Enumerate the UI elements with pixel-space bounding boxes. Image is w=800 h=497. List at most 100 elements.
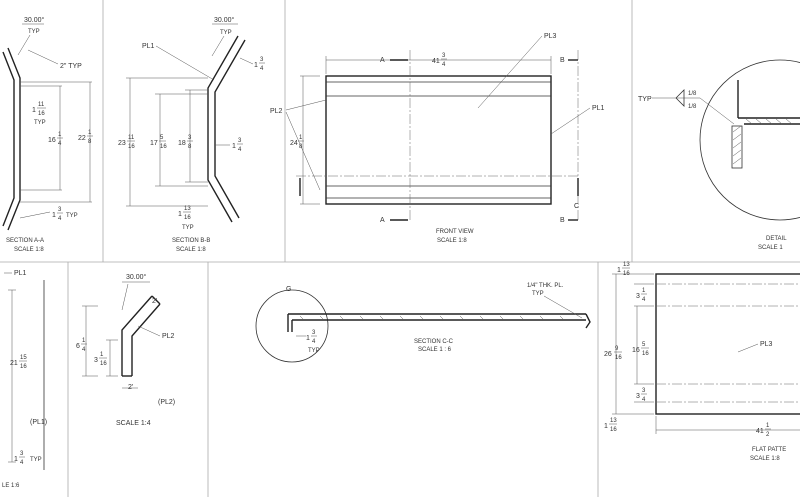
section-bb-view: PL1 30.00° TYP 1 3 4 23 11 16 17 5 16 xyxy=(118,16,265,253)
flat-pattern-label: PL3 xyxy=(760,341,773,348)
svg-text:TYP: TYP xyxy=(308,348,320,354)
svg-text:3: 3 xyxy=(58,207,62,213)
svg-text:1: 1 xyxy=(642,288,646,294)
detail-typ: TYP xyxy=(638,96,652,103)
svg-text:16: 16 xyxy=(623,271,630,277)
svg-text:8: 8 xyxy=(188,144,192,150)
detail-title: DETAIL xyxy=(766,236,787,242)
section-b-marker-bottom: B xyxy=(560,217,565,224)
detail-circle xyxy=(699,59,800,221)
svg-text:3: 3 xyxy=(642,388,646,394)
section-b-marker-top: B xyxy=(560,57,565,64)
svg-text:4: 4 xyxy=(260,66,264,72)
svg-text:3: 3 xyxy=(312,330,316,336)
section-c-marker: C xyxy=(574,203,579,210)
flat-pattern-outline xyxy=(655,273,800,415)
svg-text:3: 3 xyxy=(260,57,264,63)
front-view-title: FRONT VIEW xyxy=(436,229,474,235)
pl2-profile-inner xyxy=(131,303,161,376)
detail-g-marker: G xyxy=(286,286,291,293)
section-aa-angle: 30.00° xyxy=(24,16,45,24)
svg-text:4: 4 xyxy=(82,347,86,353)
front-view-width-dim: 41 3 4 xyxy=(432,53,447,68)
svg-text:16: 16 xyxy=(128,144,135,150)
svg-text:3: 3 xyxy=(94,357,98,364)
svg-text:16: 16 xyxy=(184,215,191,221)
pl1-label: PL1 xyxy=(14,270,27,277)
svg-text:41: 41 xyxy=(756,428,764,435)
svg-text:1: 1 xyxy=(232,143,236,150)
svg-text:4: 4 xyxy=(312,339,316,345)
pl1-bottom-dim: 1 3 4 TYP xyxy=(14,451,42,466)
svg-text:TYP: TYP xyxy=(34,120,46,126)
section-aa-view: 30.00° TYP 2" TYP 1 11 16 TYP 16 1 4 22 … xyxy=(2,16,93,253)
section-aa-dim-3: 22 1 8 xyxy=(78,130,93,145)
section-aa-title: SECTION A-A xyxy=(6,238,44,244)
front-view-scale: SCALE 1:8 xyxy=(437,238,467,244)
section-cc-thk-typ: TYP xyxy=(532,291,544,297)
section-aa-dim-2: 16 1 4 xyxy=(48,132,63,147)
svg-text:1: 1 xyxy=(306,335,310,342)
svg-text:1: 1 xyxy=(14,456,18,463)
leader xyxy=(27,49,59,65)
pl2-label: PL2 xyxy=(162,333,175,340)
front-view-pl1-label: PL1 xyxy=(592,105,605,112)
section-bb-title: SECTION B-B xyxy=(172,238,210,244)
weld-size-bottom: 1/8 xyxy=(688,104,697,110)
svg-text:3: 3 xyxy=(636,393,640,400)
svg-text:13: 13 xyxy=(623,262,630,268)
svg-text:4: 4 xyxy=(58,141,62,147)
svg-text:2: 2 xyxy=(766,432,770,438)
svg-text:16: 16 xyxy=(48,137,56,144)
weld-symbol xyxy=(675,89,685,107)
svg-text:TYP: TYP xyxy=(66,213,78,219)
svg-text:8: 8 xyxy=(88,139,92,145)
pl2-profile-outer xyxy=(121,295,153,376)
flat-pattern-scale: SCALE 1:8 xyxy=(750,456,780,462)
section-bb-scale: SCALE 1:8 xyxy=(176,247,206,253)
pl2-dim-2: 3 1 16 xyxy=(94,352,107,367)
svg-text:26: 26 xyxy=(604,351,612,358)
section-bb-profile-outer xyxy=(207,35,239,223)
svg-text:1: 1 xyxy=(52,212,56,219)
section-a-marker-top: A xyxy=(380,57,385,64)
section-cc-view: G 1/4" THK. PL. TYP 1 3 4 TYP SECTION C-… xyxy=(255,283,591,363)
svg-text:1: 1 xyxy=(32,107,36,114)
section-aa-flange-callout: 2" TYP xyxy=(60,63,82,70)
pl2-dim-1: 6 1 4 xyxy=(76,338,87,353)
section-cc-dim: 1 3 4 TYP xyxy=(306,330,320,354)
flat-pattern-dim-c: 16 5 16 xyxy=(632,342,649,357)
section-bb-dim-3: 18 3 8 xyxy=(178,135,193,150)
svg-text:13: 13 xyxy=(610,418,617,424)
svg-text:16: 16 xyxy=(610,427,617,433)
detail-g-circle xyxy=(255,289,329,363)
svg-text:23: 23 xyxy=(118,140,126,147)
svg-text:15: 15 xyxy=(20,355,27,361)
svg-text:1: 1 xyxy=(58,132,62,138)
section-aa-profile-inner xyxy=(2,51,15,227)
weld-size-top: 1/8 xyxy=(688,91,697,97)
svg-text:4: 4 xyxy=(442,62,446,68)
detail-plate xyxy=(731,125,743,169)
svg-text:1: 1 xyxy=(88,130,92,136)
front-view-outline xyxy=(325,75,552,205)
svg-text:1: 1 xyxy=(178,211,182,218)
flat-pattern-width-dim: 41 1 2 xyxy=(756,423,771,438)
svg-text:TYP: TYP xyxy=(30,457,42,463)
flat-pattern-dim-bottom: 1 13 16 xyxy=(604,418,617,433)
svg-text:13: 13 xyxy=(184,206,191,212)
pl2-flange-top: 2' xyxy=(152,298,157,305)
svg-text:4: 4 xyxy=(642,397,646,403)
leader xyxy=(17,34,31,56)
svg-text:6: 6 xyxy=(76,343,80,350)
svg-text:11: 11 xyxy=(38,102,45,108)
svg-text:3: 3 xyxy=(442,53,446,59)
svg-text:1: 1 xyxy=(604,423,608,430)
section-aa-angle-typ: TYP xyxy=(28,29,40,35)
svg-text:TYP: TYP xyxy=(182,225,194,231)
front-view-pl2-label: PL2 xyxy=(270,108,283,115)
svg-text:21: 21 xyxy=(10,360,18,367)
svg-text:16: 16 xyxy=(100,361,107,367)
